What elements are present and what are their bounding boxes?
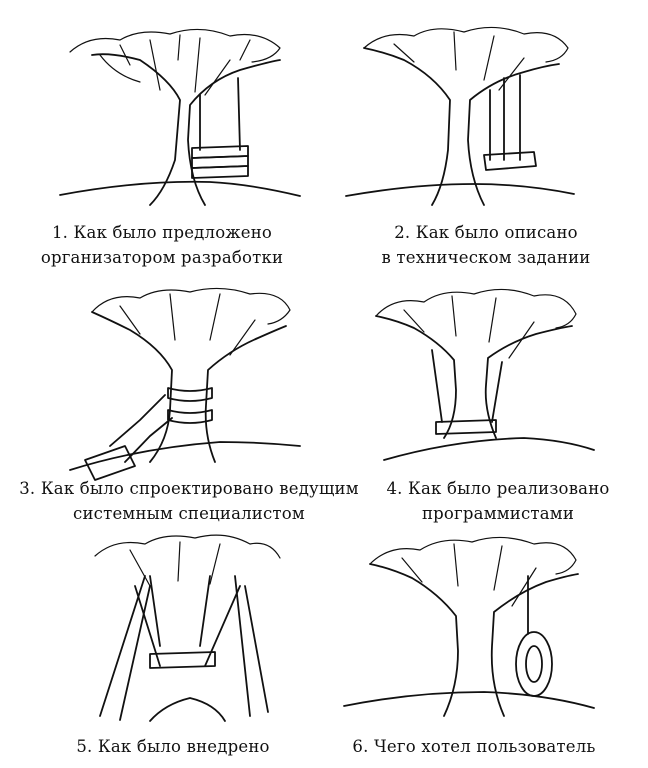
caption-1-line-1: 1. Как было предложено bbox=[51, 223, 273, 242]
caption-3-line-2: системным специалистом bbox=[73, 504, 305, 523]
caption-6: 6. Чего хотел пользователь bbox=[324, 734, 624, 759]
panel-5: 5. Как было внедрено bbox=[0, 526, 324, 768]
tree-swing-illustration-2 bbox=[345, 26, 575, 206]
tree-swing-illustration-6 bbox=[343, 536, 595, 717]
caption-3: 3. Как было спроектировано ведущим систе… bbox=[0, 476, 378, 526]
tree-swing-illustration-1 bbox=[59, 28, 301, 206]
caption-4: 4. Как было реализовано программистами bbox=[348, 476, 648, 526]
caption-4-line-1: 4. Как было реализовано bbox=[386, 479, 610, 498]
caption-2-line-2: в техническом задании bbox=[381, 248, 591, 267]
caption-3-line-1: 3. Как было спроектировано ведущим bbox=[19, 479, 359, 498]
caption-6-line-1: 6. Чего хотел пользователь bbox=[352, 737, 596, 756]
panel-1: 1. Как было предложено организатором раз… bbox=[0, 0, 324, 270]
tree-swing-illustration-4 bbox=[375, 288, 595, 461]
panel-4: 4. Как было реализовано программистами bbox=[324, 270, 648, 526]
caption-2-line-1: 2. Как было описано bbox=[394, 223, 578, 242]
caption-1: 1. Как было предложено организатором раз… bbox=[0, 220, 324, 270]
caption-5: 5. Как было внедрено bbox=[0, 734, 346, 759]
caption-4-line-2: программистами bbox=[421, 504, 575, 523]
tree-swing-illustration-5 bbox=[94, 534, 281, 722]
caption-1-line-2: организатором разработки bbox=[40, 248, 284, 267]
tree-swing-illustration-3 bbox=[69, 287, 301, 481]
panel-3: 3. Как было спроектировано ведущим систе… bbox=[0, 270, 359, 526]
panel-2: 2. Как было описано в техническом задани… bbox=[324, 0, 648, 270]
caption-5-line-1: 5. Как было внедрено bbox=[76, 737, 270, 756]
caption-2: 2. Как было описано в техническом задани… bbox=[324, 220, 648, 270]
panel-6: 6. Чего хотел пользователь bbox=[324, 526, 648, 768]
